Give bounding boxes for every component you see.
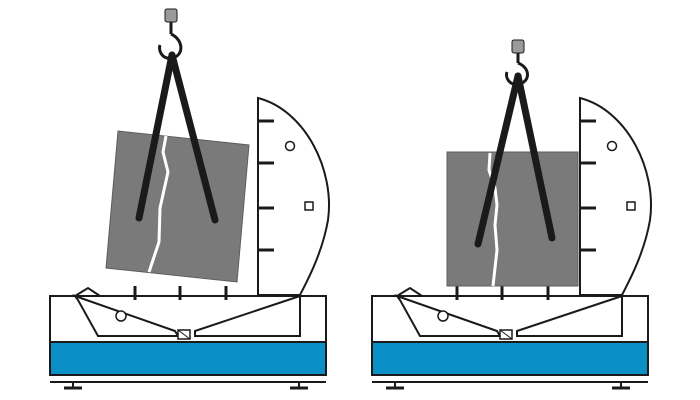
panel-left bbox=[49, 8, 330, 390]
ramp-left-edge bbox=[396, 286, 423, 297]
specimen-block bbox=[105, 130, 250, 283]
base-table bbox=[49, 286, 327, 390]
latch-icon bbox=[499, 329, 513, 340]
sling-icon bbox=[168, 51, 219, 224]
panel-right bbox=[371, 39, 652, 390]
specimen-crack bbox=[147, 135, 170, 273]
base-table bbox=[371, 286, 649, 390]
frame-hole-square bbox=[304, 201, 314, 211]
specimen-block bbox=[446, 151, 579, 287]
hook-curve bbox=[158, 32, 183, 60]
sling-icon bbox=[135, 51, 176, 222]
hook-icon bbox=[158, 8, 183, 60]
ramp-right bbox=[516, 294, 623, 337]
hook-head bbox=[164, 8, 178, 23]
sling-icon bbox=[474, 72, 522, 248]
protractor-frame bbox=[257, 96, 330, 296]
latch-icon bbox=[177, 329, 191, 340]
specimen-crack bbox=[487, 152, 499, 287]
frame-hole-round bbox=[284, 140, 296, 152]
base-stripe bbox=[371, 341, 649, 376]
ramp-left-edge bbox=[74, 286, 101, 297]
hook-icon bbox=[505, 39, 529, 86]
hook-head bbox=[511, 39, 525, 54]
frame-hole-round bbox=[606, 140, 618, 152]
hook-curve bbox=[505, 61, 529, 86]
base-bolt bbox=[437, 310, 449, 322]
frame-hole-square bbox=[626, 201, 636, 211]
ramp-right bbox=[194, 294, 301, 337]
sling-icon bbox=[514, 72, 556, 242]
base-bolt bbox=[115, 310, 127, 322]
protractor-frame bbox=[579, 96, 652, 296]
base-stripe bbox=[49, 341, 327, 376]
